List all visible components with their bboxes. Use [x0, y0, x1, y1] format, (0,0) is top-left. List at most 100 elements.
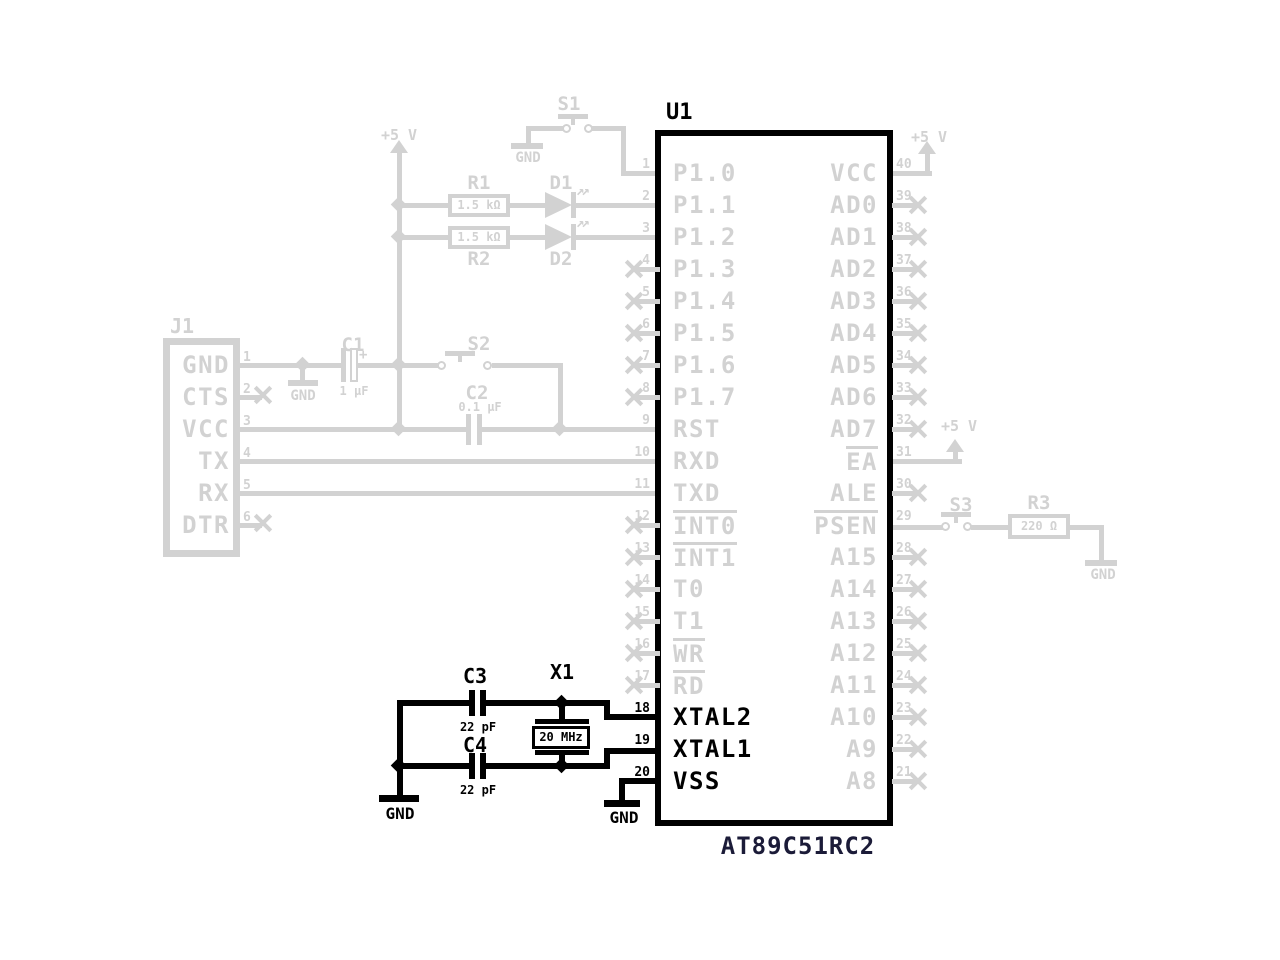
chip-pin-label-RD: RD — [673, 670, 705, 700]
wire — [890, 525, 943, 530]
resistor-r2-ref: R2 — [467, 248, 491, 270]
pin-stub — [632, 587, 660, 592]
crystal-plate — [535, 719, 589, 724]
connector-pin-number-1: 1 — [243, 350, 251, 365]
gnd-label: GND — [515, 150, 541, 166]
junction-dot — [294, 356, 311, 373]
switch-contact — [963, 522, 972, 531]
connector-pin-number-6: 6 — [243, 510, 251, 525]
no-connect-x-icon — [624, 611, 644, 631]
no-connect-x-icon — [624, 579, 644, 599]
capacitor-c4-plate — [480, 753, 486, 779]
connector-pin-label-GND: GND — [182, 351, 230, 379]
pin-stub — [892, 747, 920, 752]
pin-stub — [892, 651, 920, 656]
no-connect-x-icon — [908, 707, 928, 727]
no-connect-x-icon — [908, 579, 928, 599]
chip-pin-label-P1.6: P1.6 — [673, 351, 737, 379]
chip-pin-label-WR: WR — [673, 638, 705, 668]
led-d2-ref: D2 — [549, 248, 573, 270]
pin-stub — [632, 299, 660, 304]
resistor-r1: 1.5 kΩ — [448, 194, 510, 217]
capacitor-c4-plate — [469, 753, 475, 779]
junction-dot — [390, 757, 407, 774]
no-connect-x-icon — [908, 483, 928, 503]
wire — [621, 171, 661, 176]
switch-s3-actuator — [941, 512, 971, 517]
pin-stub — [892, 427, 920, 432]
capacitor-c1-polarity: + — [359, 347, 368, 363]
no-connect-x-icon — [908, 195, 928, 215]
chip-pin-label-P1.7: P1.7 — [673, 383, 737, 411]
resistor-r3: 220 Ω — [1008, 514, 1070, 539]
plus5v-arrow-icon — [390, 140, 408, 153]
wire — [300, 367, 305, 382]
pin-stub — [892, 363, 920, 368]
capacitor-c2-ref: C2 — [465, 382, 489, 404]
no-connect-x-icon — [908, 675, 928, 695]
chip-pin-number-31: 31 — [896, 445, 912, 460]
wire — [402, 203, 448, 208]
pin-stub — [892, 395, 920, 400]
chip-pin-label-EA: EA — [846, 446, 878, 476]
crystal-plate — [535, 750, 589, 755]
pin-stub — [632, 555, 660, 560]
resistor-r1-ref: R1 — [467, 172, 491, 194]
wire — [356, 363, 402, 368]
no-connect-x-icon — [624, 259, 644, 279]
chip-pin-number-8: 8 — [642, 381, 650, 396]
no-connect-x-icon — [908, 419, 928, 439]
connector-pin-number-3: 3 — [243, 414, 251, 429]
no-connect-x-icon — [624, 387, 644, 407]
crystal-lead — [559, 703, 565, 720]
chip-pin-label-A13: A13 — [830, 607, 878, 635]
pin-stub — [892, 267, 920, 272]
switch-s1-actuator — [558, 114, 588, 119]
capacitor-c3-value: 22 pF — [459, 720, 497, 734]
chip-pin-label-ALE: ALE — [830, 479, 878, 507]
chip-pin-label-P1.1: P1.1 — [673, 191, 737, 219]
led-emission-arrows-icon: ↗↗ — [576, 215, 590, 231]
junction-dot — [390, 228, 407, 245]
chip-pin-label-T1: T1 — [673, 607, 705, 635]
switch-contact — [584, 124, 593, 133]
no-connect-x-icon — [908, 547, 928, 567]
no-connect-x-icon — [908, 291, 928, 311]
chip-pin-number-18: 18 — [634, 701, 650, 716]
chip-pin-label-XTAL2: XTAL2 — [673, 703, 753, 731]
no-connect-x-icon — [624, 547, 644, 567]
plus5v-arrow-icon — [946, 439, 964, 452]
wire — [575, 203, 661, 208]
switch-s2-ref: S2 — [467, 333, 491, 355]
plus5v-arrow-icon — [918, 141, 936, 154]
chip-pin-label-AD0: AD0 — [830, 191, 878, 219]
switch-contact — [437, 361, 446, 370]
switch-contact — [941, 522, 950, 531]
chip-pin-number-1: 1 — [642, 157, 650, 172]
wire-xtal1 — [604, 748, 610, 769]
led-emission-arrows-icon: ↗↗ — [576, 183, 590, 199]
wire-xtal2 — [486, 700, 610, 706]
chip-pin-label-VSS: VSS — [673, 767, 721, 795]
capacitor-c1-ref: C1 — [341, 334, 365, 356]
chip-pin-label-RST: RST — [673, 415, 721, 443]
pin-stub — [632, 523, 660, 528]
chip-pin-number-6: 6 — [642, 317, 650, 332]
chip-pin-label-RXD: RXD — [673, 447, 721, 475]
wire — [402, 363, 441, 368]
chip-pin-label-P1.0: P1.0 — [673, 159, 737, 187]
junction-dot — [553, 694, 570, 711]
no-connect-x-icon — [908, 611, 928, 631]
no-connect-x-icon — [624, 675, 644, 695]
junction-dot — [390, 196, 407, 213]
chip-pin-number-7: 7 — [642, 349, 650, 364]
no-connect-x-icon — [908, 259, 928, 279]
wire-xtal2 — [604, 700, 610, 720]
chip-pin-label-AD2: AD2 — [830, 255, 878, 283]
switch-s3-ref: S3 — [949, 494, 973, 516]
wire-xtal1 — [604, 748, 661, 754]
wire — [240, 427, 402, 432]
chip-pin-label-AD6: AD6 — [830, 383, 878, 411]
chip-pin-label-AD3: AD3 — [830, 287, 878, 315]
chip-pin-number-4: 4 — [642, 253, 650, 268]
